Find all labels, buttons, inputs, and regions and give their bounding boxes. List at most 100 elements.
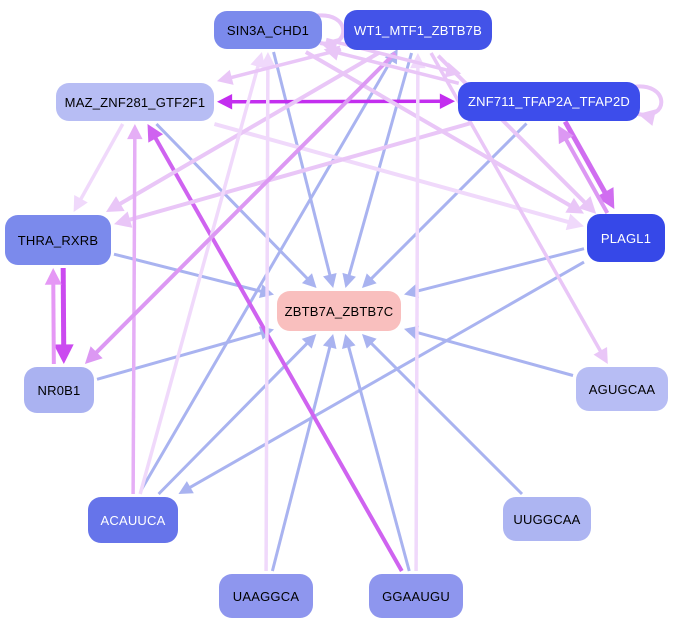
- graph-edge-GGAAUGU-MAZ_ZNF281_GTF2F1[interactable]: [147, 124, 404, 572]
- edge-arrowhead: [44, 268, 62, 285]
- edge-line: [332, 49, 460, 86]
- node-label: UAAGGCA: [232, 588, 300, 604]
- edge-line: [345, 341, 411, 572]
- edge-arrowhead: [404, 284, 420, 298]
- graph-edge-ZNF711_TFAP2A_TFAP2D-ZBTB7A_ZBTB7C[interactable]: [362, 122, 528, 289]
- edge-arrowhead: [106, 196, 125, 212]
- edge-line: [411, 329, 574, 377]
- edge-line: [60, 267, 67, 353]
- node-label: AGUGCAA: [588, 381, 656, 397]
- edge-arrowhead: [260, 52, 276, 68]
- graph-edge-MAZ_ZNF281_GTF2F1-THRA_RXRB[interactable]: [73, 123, 125, 212]
- edge-line: [264, 61, 270, 572]
- graph-node-ACAUUCA[interactable]: ACAUUCA: [88, 497, 178, 543]
- edge-arrowhead: [444, 62, 462, 78]
- graph-node-GGAAUGU[interactable]: GGAAUGU: [369, 574, 463, 618]
- edge-line: [157, 338, 312, 496]
- edge-line: [346, 52, 413, 281]
- edge-line: [270, 341, 333, 572]
- edge-line: [213, 122, 575, 226]
- edge-line: [138, 60, 262, 495]
- edge-arrowhead: [301, 273, 317, 288]
- node-label: GGAAUGU: [382, 588, 450, 604]
- edge-arrowhead: [114, 211, 133, 228]
- graph-edge-MAZ_ZNF281_GTF2F1-ZBTB7A_ZBTB7C[interactable]: [155, 122, 317, 288]
- graph-self-loop-ZNF711_TFAP2A_TFAP2D[interactable]: [631, 84, 664, 126]
- edge-arrowhead: [558, 125, 574, 145]
- edge-line: [436, 54, 591, 209]
- graph-node-AGUGCAA[interactable]: AGUGCAA: [576, 367, 668, 411]
- edge-arrowhead: [362, 273, 377, 288]
- graph-node-THRA_RXRB[interactable]: THRA_RXRB: [5, 215, 111, 265]
- graph-edge-THRA_RXRB-ZBTB7A_ZBTB7C[interactable]: [113, 252, 274, 299]
- edge-arrowhead: [320, 38, 339, 55]
- graph-node-SIN3A_CHD1[interactable]: SIN3A_CHD1: [214, 11, 322, 49]
- edge-line: [51, 277, 56, 365]
- graph-node-ZBTB7A_ZBTB7C[interactable]: ZBTB7A_ZBTB7C: [277, 291, 401, 331]
- edge-arrowhead: [53, 344, 74, 364]
- node-label: MAZ_ZNF281_GTF2F1: [64, 94, 206, 110]
- graph-edge-ZNF711_TFAP2A_TFAP2D-THRA_RXRB[interactable]: [114, 121, 471, 228]
- graph-self-loop-SIN3A_CHD1[interactable]: [313, 13, 346, 55]
- graph-edge-NR0B1-THRA_RXRB[interactable]: [44, 268, 62, 365]
- node-label: THRA_RXRB: [17, 232, 99, 248]
- node-label: NR0B1: [37, 382, 81, 398]
- edge-line: [90, 51, 397, 359]
- edge-arrowhead: [73, 194, 88, 212]
- edge-line: [561, 133, 610, 214]
- graph-edge-WT1_MTF1_ZBTB7B-PLAGL1[interactable]: [436, 54, 597, 214]
- edge-line: [76, 123, 125, 205]
- graph-node-WT1_MTF1_ZBTB7B[interactable]: WT1_MTF1_ZBTB7B: [344, 10, 492, 50]
- graph-edge-WT1_MTF1_ZBTB7B-THRA_RXRB[interactable]: [106, 51, 380, 212]
- graph-edge-UAAGGCA-ZBTB7A_ZBTB7C[interactable]: [270, 334, 337, 572]
- node-label: ZNF711_TFAP2A_TFAP2D: [468, 93, 630, 109]
- edge-line: [150, 131, 404, 572]
- edge-line: [184, 260, 585, 492]
- edge-arrowhead: [638, 109, 657, 126]
- edge-arrowhead: [301, 334, 317, 349]
- graph-edge-PLAGL1-ZBTB7A_ZBTB7C[interactable]: [404, 247, 585, 298]
- graph-edge-GGAAUGU-WT1_MTF1_ZBTB7B[interactable]: [410, 53, 426, 572]
- graph-edge-ACAUUCA-ZBTB7A_ZBTB7C[interactable]: [157, 334, 317, 496]
- edge-arrowhead: [323, 273, 337, 288]
- edge-arrowhead: [322, 334, 337, 350]
- graph-node-ZNF711_TFAP2A_TFAP2D[interactable]: ZNF711_TFAP2A_TFAP2D: [458, 81, 640, 121]
- edge-line: [272, 51, 333, 281]
- graph-edge-WT1_MTF1_ZBTB7B-ZBTB7A_ZBTB7C[interactable]: [342, 52, 413, 288]
- graph-edge-GGAAUGU-ZBTB7A_ZBTB7C[interactable]: [342, 334, 411, 572]
- graph-node-UUGGCAA[interactable]: UUGGCAA: [503, 497, 591, 541]
- edge-line: [226, 99, 446, 104]
- graph-node-PLAGL1[interactable]: PLAGL1: [587, 214, 665, 262]
- graph-node-UAAGGCA[interactable]: UAAGGCA: [219, 574, 313, 618]
- graph-edge-THRA_RXRB-NR0B1[interactable]: [53, 267, 74, 364]
- graph-node-NR0B1[interactable]: NR0B1: [24, 367, 94, 413]
- edge-arrowhead: [217, 94, 233, 110]
- graph-edge-UUGGCAA-ZBTB7A_ZBTB7C[interactable]: [362, 334, 524, 496]
- node-label: PLAGL1: [600, 230, 652, 246]
- edge-arrowhead: [565, 197, 584, 214]
- edge-arrowhead: [342, 334, 356, 350]
- graph-edge-WT1_MTF1_ZBTB7B-NR0B1[interactable]: [84, 51, 397, 364]
- edge-arrowhead: [84, 346, 103, 364]
- node-label: SIN3A_CHD1: [226, 22, 310, 38]
- edge-arrowhead: [593, 346, 608, 364]
- graph-edge-PLAGL1-ACAUUCA[interactable]: [178, 260, 585, 494]
- edge-arrowhead: [147, 124, 164, 143]
- graph-node-MAZ_ZNF281_GTF2F1[interactable]: MAZ_ZNF281_GTF2F1: [56, 83, 214, 121]
- node-label: WT1_MTF1_ZBTB7B: [354, 22, 482, 38]
- graph-edge-ZNF711_TFAP2A_TFAP2D-PLAGL1[interactable]: [562, 120, 615, 210]
- graph-edge-WT1_MTF1_ZBTB7B-MAZ_ZNF281_GTF2F1[interactable]: [217, 47, 342, 85]
- node-label: ACAUUCA: [100, 512, 166, 528]
- graph-edge-SIN3A_CHD1-ZBTB7A_ZBTB7C[interactable]: [272, 51, 337, 288]
- graph-edge-PLAGL1-ZNF711_TFAP2A_TFAP2D[interactable]: [558, 125, 610, 214]
- edge-line: [366, 338, 524, 496]
- edge-arrowhead: [178, 481, 194, 494]
- edge-arrowhead: [217, 69, 234, 85]
- graph-edge-ZNF711_TFAP2A_TFAP2D-MAZ_ZNF281_GTF2F1[interactable]: [217, 93, 455, 110]
- edge-arrowhead: [578, 196, 597, 214]
- graph-edge-MAZ_ZNF281_GTF2F1-PLAGL1[interactable]: [213, 122, 584, 231]
- edge-line: [123, 121, 471, 224]
- graph-edge-UAAGGCA-SIN3A_CHD1[interactable]: [260, 52, 276, 572]
- edge-arrowhead: [362, 334, 377, 349]
